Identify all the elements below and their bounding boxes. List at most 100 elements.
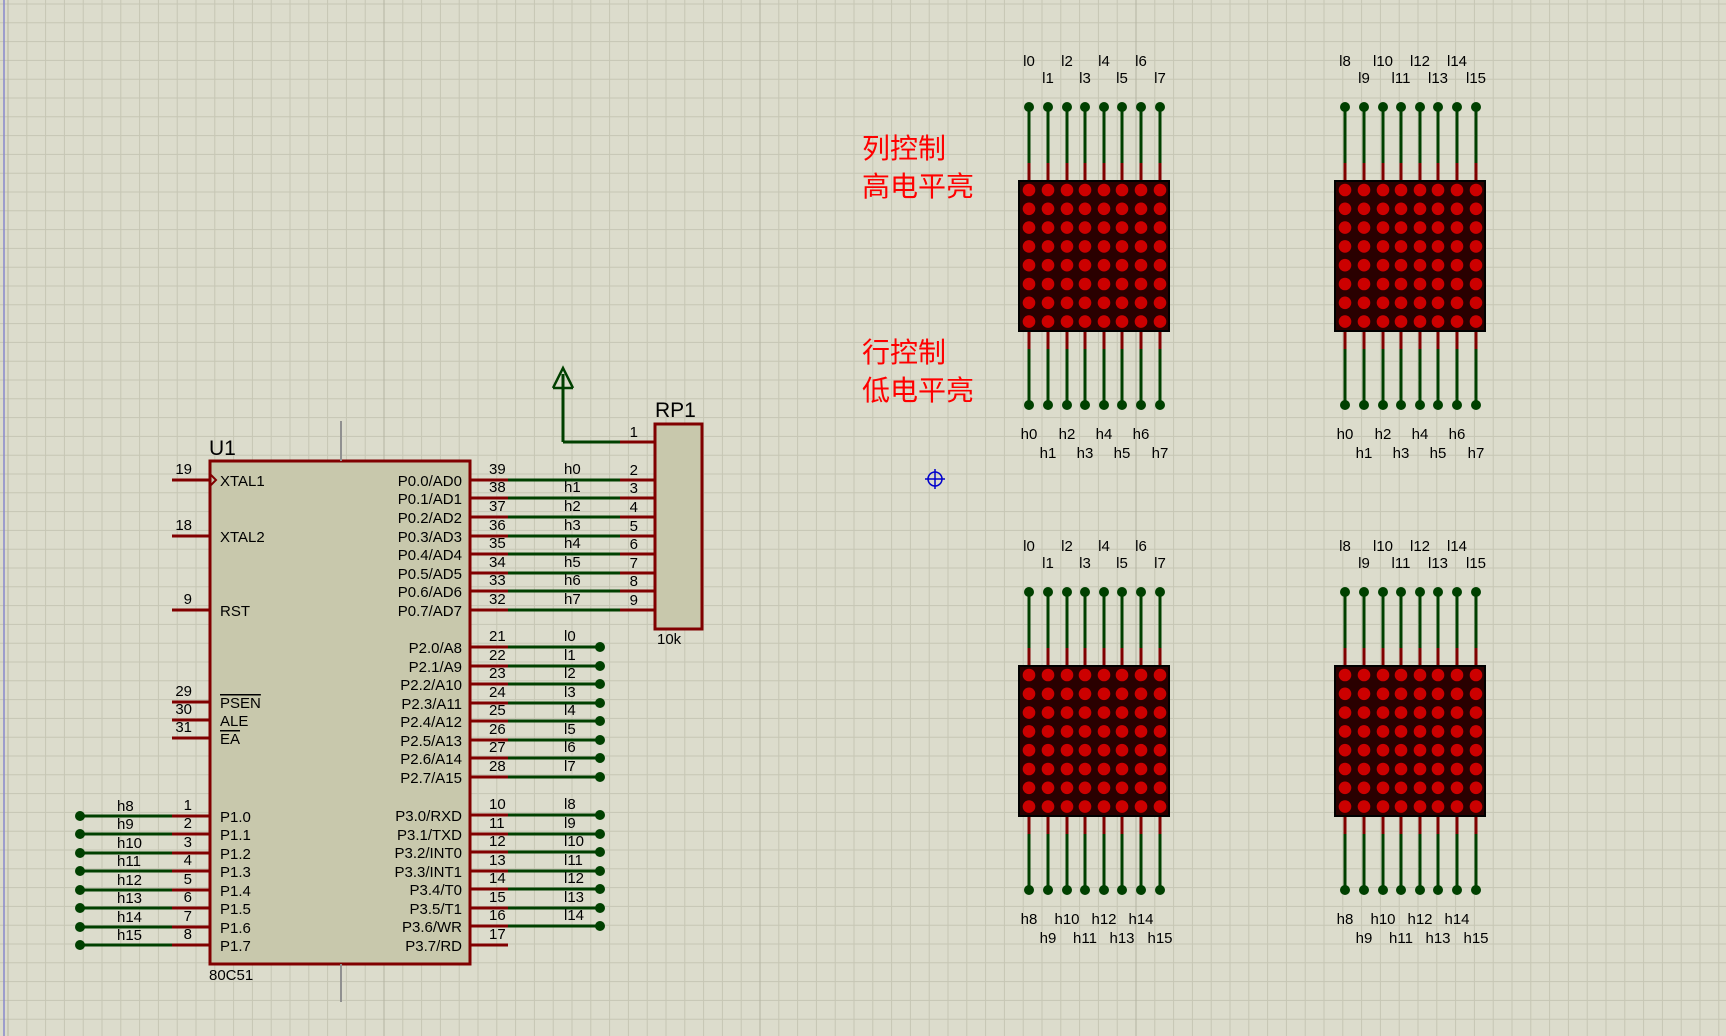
matrix-pin-label: l14 [1447,538,1467,555]
led-dot [1060,258,1074,272]
led-dot [1022,221,1036,234]
led-dot [1134,315,1148,328]
junction-dot [1043,587,1053,597]
junction-dot [595,661,605,671]
led-dot [1041,668,1055,682]
led-dot [1115,202,1129,216]
matrix-pin-label: h15 [1147,930,1172,947]
led-dot [1338,202,1352,216]
led-dot [1450,743,1464,757]
junction-dot [1471,587,1481,597]
led-dot [1450,687,1464,701]
matrix-pin-label: l9 [1358,555,1370,572]
junction-dot [1359,587,1369,597]
matrix-pin-label: l11 [1392,70,1411,87]
led-dot [1431,668,1445,682]
led-dot [1431,202,1445,216]
led-dot [1394,762,1408,776]
led-dot [1153,296,1167,310]
junction-dot [1415,400,1425,410]
pin-name: P2.0/A8 [409,640,462,657]
led-dot [1097,202,1111,216]
net-label: l8 [564,796,576,813]
led-dot [1469,725,1483,738]
led-dot [1134,240,1148,253]
net-label: h15 [117,927,142,944]
led-dot [1078,706,1092,719]
led-dot [1394,315,1408,328]
matrix-pin-label: l8 [1339,53,1351,70]
junction-dot [1471,885,1481,895]
matrix-pin-label: l8 [1339,538,1351,555]
pin-number: 30 [175,701,192,718]
clock-arrow [209,473,218,487]
led-dot [1413,277,1427,291]
led-dot [1153,781,1167,795]
matrix-pin-label: h15 [1463,930,1488,947]
led-dot [1022,668,1036,682]
led-dot [1153,277,1167,291]
pin-name: P0.6/AD6 [398,584,462,601]
net-label: h1 [564,479,581,496]
pin-number: 36 [489,517,506,534]
led-dot [1078,258,1092,272]
pin-number: 9 [184,591,192,608]
led-dot [1394,687,1408,701]
matrix-pin-label: h4 [1412,426,1429,443]
led-dot [1338,258,1352,272]
pin-name: P2.4/A12 [400,714,462,731]
pin-name: P3.1/TXD [397,827,462,844]
led-dot [1357,725,1371,738]
net-label: h5 [564,554,581,571]
led-dot [1376,668,1390,682]
led-dot [1060,725,1074,738]
rp-body [653,422,704,631]
rp-value: 10k [657,631,682,648]
led-dot [1431,743,1445,757]
pin-name: P2.1/A9 [409,659,462,676]
matrix-pin-label: h5 [1114,445,1131,462]
junction-dot [1024,400,1034,410]
led-matrix: l8l9l10l11l12l13l14l15h8h9h10h11h12h13h1… [1334,538,1489,947]
matrix-pin-label: l10 [1373,538,1393,555]
led-dot [1469,296,1483,310]
led-dot [1041,202,1055,216]
junction-dot [1043,400,1053,410]
led-dot [1357,240,1371,253]
pin-number: 19 [175,461,192,478]
led-dot [1431,706,1445,719]
pin-name: P2.2/A10 [400,677,462,694]
junction-dot [1117,885,1127,895]
junction-dot [1433,587,1443,597]
junction-dot [75,811,85,821]
led-dot [1060,743,1074,757]
matrix-pin-label: l12 [1410,538,1430,555]
led-dot [1041,725,1055,738]
led-dot [1097,725,1111,738]
junction-dot [595,735,605,745]
led-dot [1469,277,1483,291]
led-dot [1357,668,1371,682]
pin-number: 24 [489,684,506,701]
annotation-text: 高电平亮 [862,171,974,202]
pin-number: 4 [184,852,192,869]
led-dot [1022,258,1036,272]
pin-name: P0.4/AD4 [398,547,462,564]
chip-ref: U1 [209,437,236,460]
led-dot [1338,781,1352,795]
led-dot [1394,781,1408,795]
pin-number: 26 [489,721,506,738]
junction-dot [1080,587,1090,597]
led-dot [1469,800,1483,813]
led-dot [1134,706,1148,719]
led-dot [1041,781,1055,795]
led-dot [1078,202,1092,216]
led-dot [1078,296,1092,310]
led-dot [1376,781,1390,795]
led-dot [1134,258,1148,272]
matrix-pin-label: l0 [1023,538,1035,555]
pin-number: 6 [630,536,638,553]
junction-dot [75,922,85,932]
led-dot [1097,240,1111,253]
